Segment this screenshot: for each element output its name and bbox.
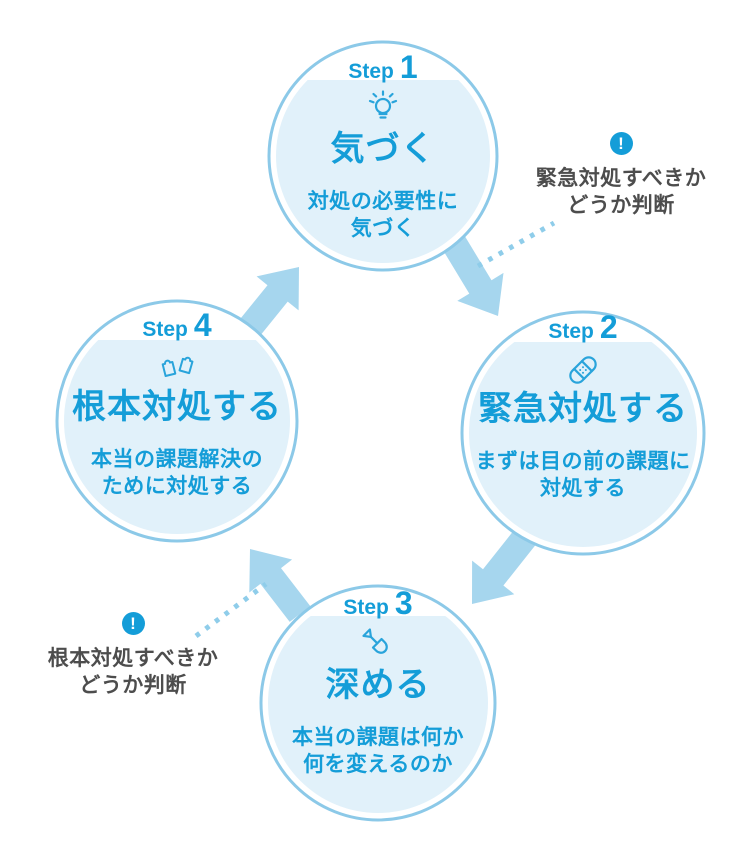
step-1: Step 1 気づく 対処の必要性に 気づく [248,50,518,242]
dotted-connector-top [476,220,556,269]
step-description-line: 何を変えるのか [303,753,453,776]
step-3-circle-shape [259,584,497,822]
step-2: Step 2 緊急対処する まずは目の前の課題に 対処する [448,310,718,502]
step-4: Step 4 根本対処する 本当の課題解決の ために対処する [42,308,312,500]
step-label-text: Step [343,596,389,619]
annotation-line: どうか判断 [79,674,187,697]
step-label-text: Step [142,318,188,341]
arrow-step4-to-step1 [237,267,299,339]
step-4-circle-shape [55,299,299,543]
alert-icon: ! [121,612,145,635]
arrow-step1-to-step2 [440,233,504,316]
annotation-emergency-judgement: ! 緊急対処すべきか どうか判断 [506,132,736,219]
step-label-text: Step [548,320,594,343]
step-description-line: ために対処する [101,475,253,498]
annotation-text: 根本対処すべきか どうか判断 [18,645,248,699]
step-description-line: 本当の課題は何か [292,726,464,749]
step-description-line: 本当の課題解決の [91,448,263,471]
annotation-line: 根本対処すべきか [47,647,219,670]
dotted-connector-bottom [194,581,268,639]
step-title: 気づく [330,130,436,168]
arrow-step2-to-step3 [472,527,537,604]
lightbulb-icon [368,90,398,119]
step-description: 本当の課題解決の ために対処する [42,446,312,500]
annotation-root-cause-judgement: ! 根本対処すべきか どうか判断 [18,612,248,699]
step-number: 2 [599,309,618,345]
step-title: 根本対処する [72,388,282,426]
step-description-line: 気づく [350,217,416,240]
step-title: 緊急対処する [478,390,688,428]
arrow-step3-to-step4 [249,549,311,622]
step-description: まずは目の前の課題に 対処する [448,448,718,502]
step-3: Step 3 深める 本当の課題は何か 何を変えるのか [243,586,513,778]
bandage-icon [569,356,597,384]
step-description: 対処の必要性に 気づく [248,188,518,242]
annotation-line: 緊急対処すべきか [535,167,707,190]
annotation-text: 緊急対処すべきか どうか判断 [506,165,736,219]
puzzle-icon [161,356,194,378]
step-description-line: 対処する [540,477,626,500]
step-description-line: まずは目の前の課題に [475,450,691,473]
step-number: 4 [193,307,212,343]
step-description-line: 対処の必要性に [307,190,459,213]
step-description: 本当の課題は何か 何を変えるのか [243,724,513,778]
shovel-icon [362,628,388,654]
step-3-label: Step 3 [243,586,513,620]
step-2-circle-shape [460,310,706,556]
step-1-label: Step 1 [248,50,518,84]
step-2-label: Step 2 [448,310,718,344]
step-number: 3 [394,585,413,621]
annotation-line: どうか判断 [567,194,675,217]
step-title: 深める [325,666,431,704]
step-4-label: Step 4 [42,308,312,342]
step-label-text: Step [348,60,394,83]
step-1-circle-shape [267,40,499,272]
alert-icon: ! [609,132,633,155]
step-number: 1 [399,49,418,85]
